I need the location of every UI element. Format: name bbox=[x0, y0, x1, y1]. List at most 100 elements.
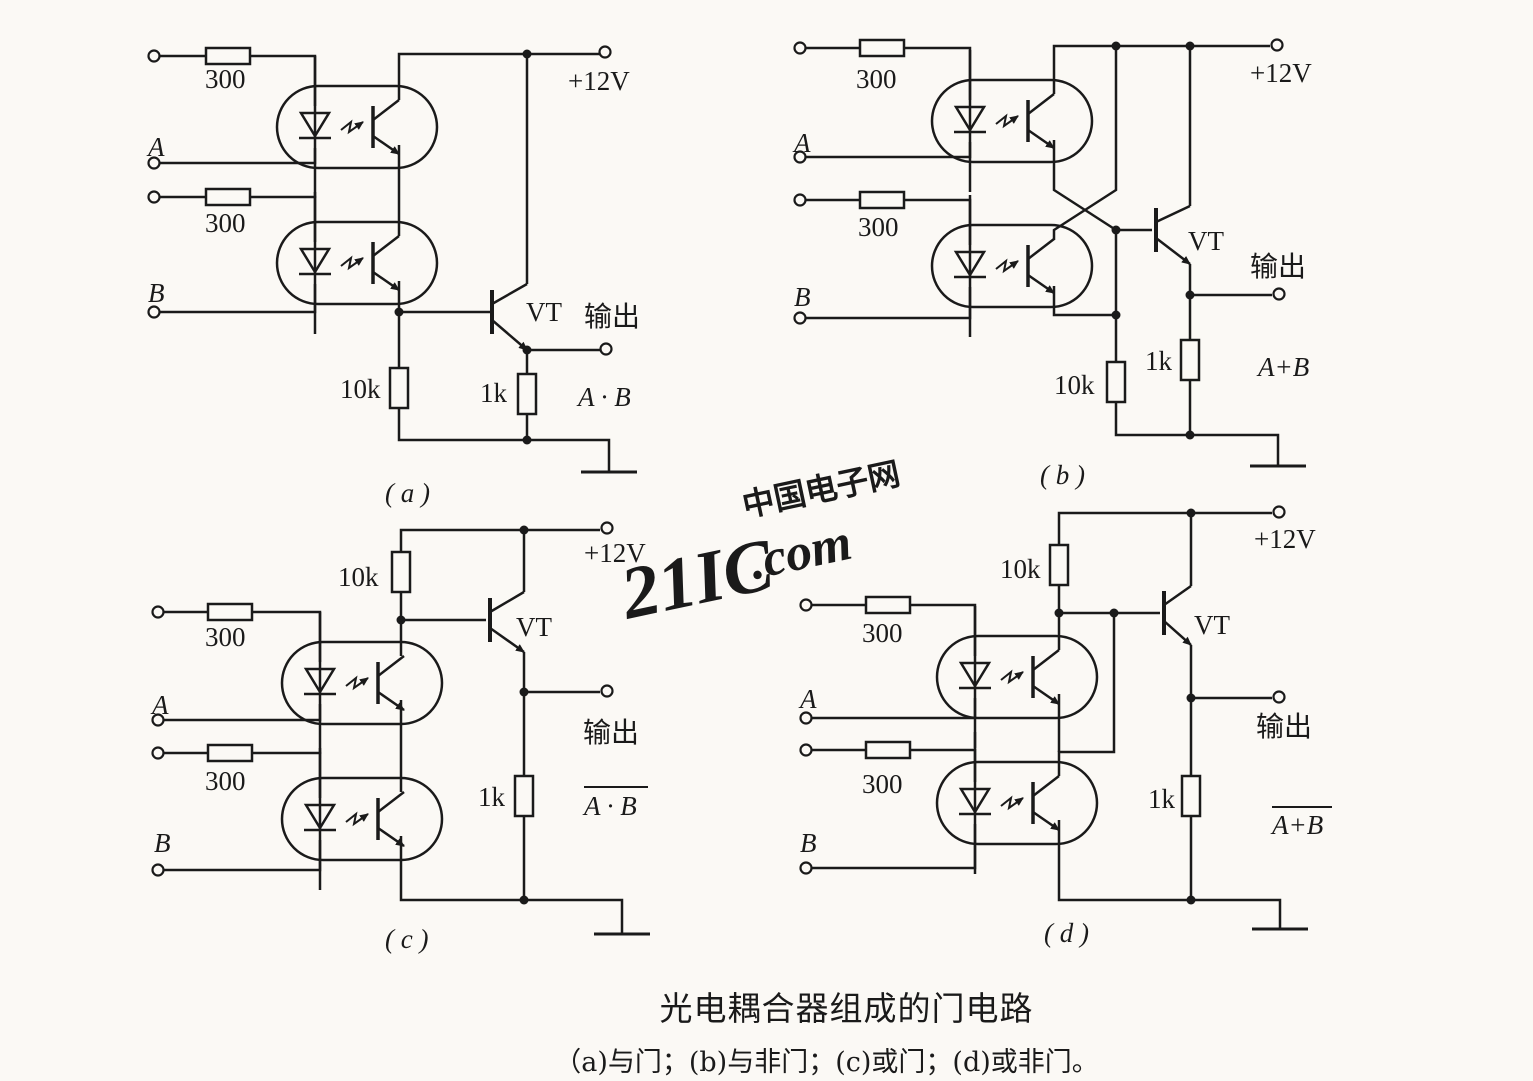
resistor-label: 10k bbox=[338, 562, 379, 592]
output-label: 输出 bbox=[584, 301, 640, 333]
panel-tag: ( b ) bbox=[1040, 460, 1085, 490]
input-label-a: A bbox=[150, 690, 169, 720]
terminal bbox=[151, 746, 165, 760]
resistor bbox=[388, 366, 410, 410]
wire bbox=[1057, 820, 1282, 928]
terminal bbox=[793, 193, 807, 207]
wire bbox=[164, 840, 322, 872]
transistor-label: VT bbox=[1188, 226, 1224, 256]
resistor-label: 10k bbox=[1000, 554, 1041, 584]
panel-tag: ( a ) bbox=[385, 478, 430, 508]
terminal bbox=[1272, 287, 1286, 301]
transistor-emitter bbox=[489, 626, 525, 654]
transistor-collector bbox=[1163, 584, 1192, 607]
logic-expression: A+B bbox=[1256, 352, 1309, 382]
wire bbox=[252, 610, 322, 662]
output-label: 输出 bbox=[1256, 711, 1312, 743]
resistor bbox=[858, 38, 906, 58]
wire bbox=[1052, 286, 1116, 317]
resistor-label: 300 bbox=[205, 622, 246, 652]
resistor bbox=[864, 740, 912, 760]
logic-expression: A · B bbox=[576, 382, 631, 412]
terminal bbox=[1270, 38, 1284, 52]
vcc-label: +12V bbox=[1254, 524, 1316, 554]
wire bbox=[910, 603, 977, 656]
vcc-label: +12V bbox=[1250, 58, 1312, 88]
watermark-top: 中国电子网 bbox=[739, 455, 900, 523]
wire bbox=[812, 698, 977, 720]
transistor-collector bbox=[489, 590, 525, 614]
input-label-b: B bbox=[154, 828, 171, 858]
output-label: 输出 bbox=[583, 717, 639, 749]
resistor bbox=[513, 774, 535, 818]
resistor bbox=[204, 187, 252, 207]
resistor-label: 300 bbox=[858, 212, 899, 242]
wire bbox=[1052, 140, 1117, 232]
figure-title: 光电耦合器组成的门电路 bbox=[659, 989, 1034, 1028]
terminal bbox=[147, 190, 161, 204]
optocoupler bbox=[932, 50, 1092, 192]
wire bbox=[1057, 613, 1116, 776]
panel-tag: ( c ) bbox=[385, 924, 428, 954]
resistor bbox=[1179, 338, 1201, 382]
terminal bbox=[1272, 690, 1286, 704]
wire bbox=[397, 408, 611, 472]
terminal bbox=[1272, 505, 1286, 519]
resistor-label: 300 bbox=[862, 769, 903, 799]
wire bbox=[250, 54, 317, 106]
transistor-collector bbox=[491, 282, 528, 306]
input-label-a: A bbox=[792, 128, 811, 158]
resistor-label: 1k bbox=[480, 378, 508, 408]
optocoupler bbox=[277, 56, 437, 198]
terminal bbox=[598, 45, 612, 59]
resistor bbox=[1048, 543, 1070, 587]
wire bbox=[812, 824, 977, 870]
watermark-logo: 中国电子网 21IC .com bbox=[610, 455, 903, 635]
vcc-label: +12V bbox=[584, 538, 646, 568]
wire bbox=[904, 198, 972, 245]
transistor-emitter bbox=[491, 319, 528, 351]
resistor bbox=[390, 550, 412, 594]
terminal bbox=[600, 684, 614, 698]
wire bbox=[252, 751, 322, 798]
input-label-a: A bbox=[146, 132, 165, 162]
transistor-label: VT bbox=[526, 297, 562, 327]
input-label-b: B bbox=[148, 278, 165, 308]
wire bbox=[806, 287, 972, 320]
resistor bbox=[858, 190, 906, 210]
wire bbox=[250, 195, 317, 242]
resistor-label: 10k bbox=[340, 374, 381, 404]
vcc-label: +12V bbox=[568, 66, 630, 96]
wire bbox=[160, 284, 317, 314]
panel-tag: ( d ) bbox=[1044, 918, 1089, 948]
wire bbox=[910, 748, 977, 782]
resistor-label: 300 bbox=[205, 208, 246, 238]
terminal bbox=[799, 743, 813, 757]
terminal bbox=[147, 156, 161, 170]
terminal bbox=[799, 861, 813, 875]
figure-legend: （a)与门；(b)与非门；(c)或门；(d)或非门。 bbox=[554, 1047, 1099, 1078]
terminal bbox=[600, 521, 614, 535]
wire bbox=[399, 836, 624, 933]
wire bbox=[1114, 402, 1280, 465]
resistor-label: 300 bbox=[205, 64, 246, 94]
terminal bbox=[151, 713, 165, 727]
terminal bbox=[793, 41, 807, 55]
terminal bbox=[799, 598, 813, 612]
optocoupler bbox=[282, 748, 442, 890]
terminal bbox=[147, 49, 161, 63]
resistor-label: 300 bbox=[205, 766, 246, 796]
resistor-label: 1k bbox=[478, 782, 506, 812]
terminal bbox=[151, 605, 165, 619]
terminal bbox=[799, 711, 813, 725]
resistor-label: 300 bbox=[862, 618, 903, 648]
optocoupler bbox=[282, 612, 442, 754]
resistor bbox=[516, 372, 538, 416]
input-label-b: B bbox=[800, 828, 817, 858]
input-label-a: A bbox=[798, 684, 817, 714]
wire bbox=[397, 52, 603, 100]
transistor-emitter bbox=[1155, 237, 1191, 265]
